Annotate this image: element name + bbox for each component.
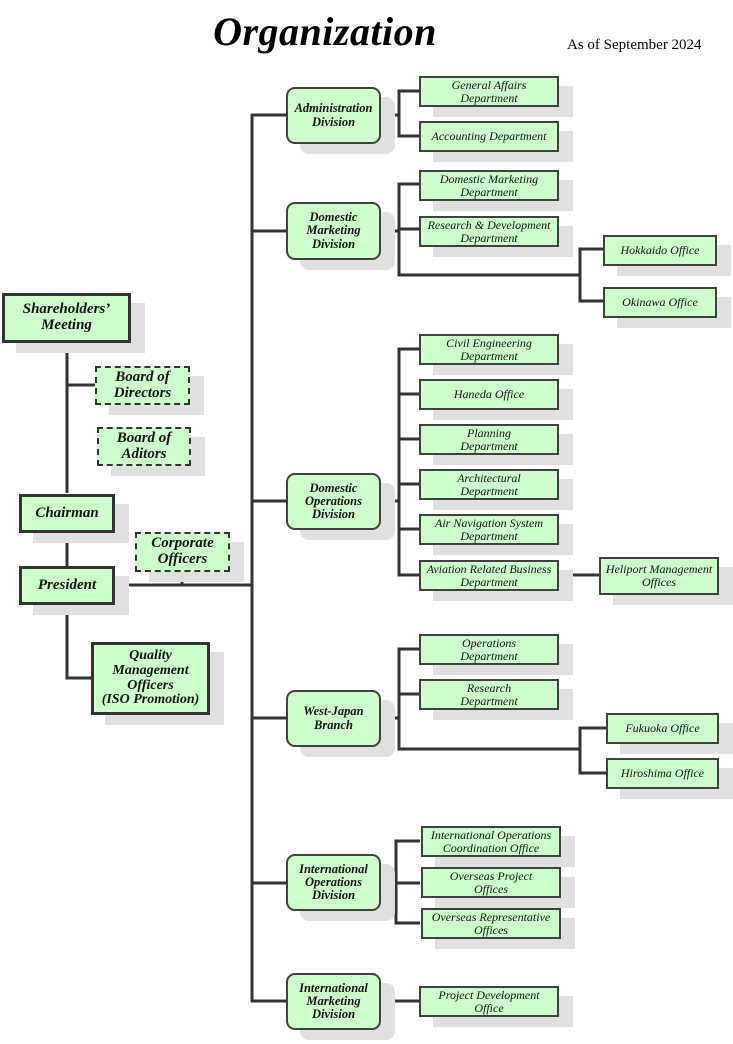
dept-research-development: Research & Development Department xyxy=(419,216,559,247)
dept-aviation-related-business: Aviation Related Business Department xyxy=(419,560,559,591)
office-haneda: Haneda Office xyxy=(419,379,559,410)
division-domestic-operations: Domestic Operations Division xyxy=(286,473,381,530)
office-fukuoka: Fukuoka Office xyxy=(606,713,719,744)
division-west-japan: West-Japan Branch xyxy=(286,690,381,747)
dept-operations: Operations Department xyxy=(419,634,559,665)
dept-planning: Planning Department xyxy=(419,424,559,455)
office-okinawa: Okinawa Office xyxy=(603,287,717,318)
president-box: President xyxy=(19,566,115,605)
office-project-development: Project Development Office xyxy=(419,986,559,1017)
dept-architectural: Architectural Department xyxy=(419,469,559,500)
quality-management-box: Quality Management Officers (ISO Promoti… xyxy=(91,642,210,715)
office-hokkaido: Hokkaido Office xyxy=(603,235,717,266)
division-domestic-marketing: Domestic Marketing Division xyxy=(286,202,381,260)
division-international-operations: International Operations Division xyxy=(286,854,381,911)
dept-air-navigation-system: Air Navigation System Department xyxy=(419,514,559,545)
office-overseas-project: Overseas Project Offices xyxy=(421,867,561,898)
corporate-officers-box: Corporate Officers xyxy=(135,532,230,572)
office-heliport-management: Heliport Management Offices xyxy=(599,557,719,595)
dept-civil-engineering: Civil Engineering Department xyxy=(419,334,559,365)
division-international-marketing: International Marketing Division xyxy=(286,973,381,1030)
division-administration: Administration Division xyxy=(286,87,381,144)
board-of-directors-box: Board of Directors xyxy=(95,366,190,405)
dept-domestic-marketing: Domestic Marketing Department xyxy=(419,170,559,201)
office-hiroshima: Hiroshima Office xyxy=(606,758,719,789)
dept-accounting: Accounting Department xyxy=(419,121,559,152)
as-of-date: As of September 2024 xyxy=(567,37,702,53)
connector-president-quality xyxy=(65,604,92,680)
board-of-auditors-box: Board of Aditors xyxy=(97,427,191,466)
page-title: Organization xyxy=(213,9,437,54)
office-overseas-representative: Overseas Representative Offices xyxy=(421,908,561,939)
dept-research: Research Department xyxy=(419,679,559,710)
dept-general-affairs: General Affairs Department xyxy=(419,76,559,107)
shareholders-meeting-box: Shareholders’ Meeting xyxy=(2,293,131,343)
office-international-operations-coordination: International Operations Coordination Of… xyxy=(421,826,561,857)
chairman-box: Chairman xyxy=(19,494,115,533)
